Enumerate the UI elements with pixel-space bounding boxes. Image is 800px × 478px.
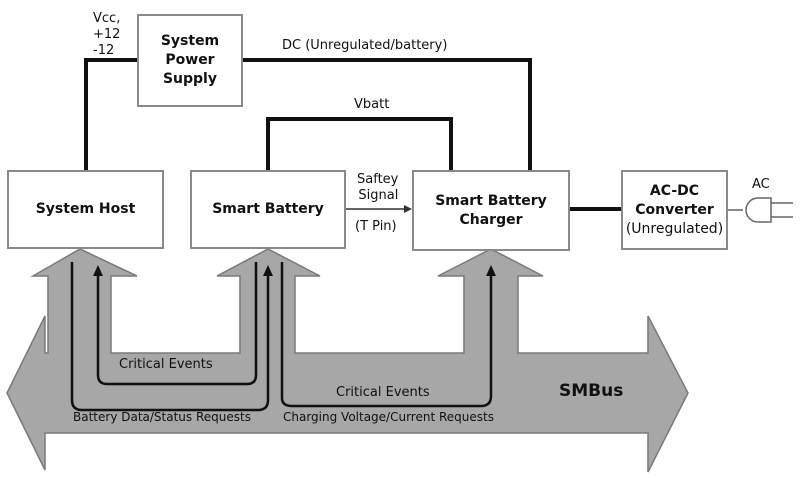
charger-line-1: Smart Battery [435, 192, 547, 209]
charging-requests-arrowhead [486, 265, 496, 276]
critical-events-label-2: Critical Events [336, 385, 430, 400]
charger-line-2: Charger [459, 211, 523, 228]
vbatt-label: Vbatt [354, 97, 390, 112]
smbus-arrow [6, 248, 689, 473]
acdc-line-2: Converter [635, 201, 714, 218]
smart-battery-label: Smart Battery [212, 201, 324, 217]
smart-battery-box: Smart Battery [190, 170, 346, 249]
system-host-label: System Host [35, 201, 136, 217]
power-supply-line-3: Supply [162, 71, 217, 87]
safety-line-1: Saftey [357, 172, 399, 187]
vcc-wire [84, 58, 137, 170]
critical-events-line-1 [96, 262, 258, 386]
battery-requests-line [70, 262, 270, 412]
ac-plug-icon [745, 197, 793, 223]
dc-label: DC (Unregulated/battery) [282, 38, 448, 53]
vcc-line-3: -12 [93, 43, 115, 58]
acdc-line-3: (Unregulated) [625, 220, 724, 237]
vcc-line-2: +12 [93, 27, 121, 42]
safety-line-2: Signal [358, 188, 399, 203]
battery-requests-label: Battery Data/Status Requests [73, 410, 251, 424]
vcc-line-1: Vcc, [93, 11, 121, 26]
critical-events-label-1: Critical Events [119, 357, 213, 372]
ac-dc-converter-box: AC-DC Converter (Unregulated) [621, 170, 728, 250]
ac-label: AC [752, 177, 770, 192]
smbus-label: SMBus [559, 381, 624, 401]
battery-requests-arrowhead [263, 265, 273, 276]
acdc-line-1: AC-DC [649, 182, 700, 199]
charging-requests-label: Charging Voltage/Current Requests [283, 410, 494, 424]
vbatt-wire [266, 117, 453, 170]
dc-wire [242, 58, 532, 170]
charging-requests-line [280, 262, 493, 408]
safety-arrowhead [404, 205, 412, 213]
power-supply-line-2: Power [165, 52, 215, 68]
t-pin-label: (T Pin) [355, 219, 397, 234]
vcc-label: Vcc,+12-12 [93, 11, 120, 59]
critical-events-1-arrowhead [93, 265, 103, 276]
power-supply-line-1: System [160, 33, 220, 49]
system-host-box: System Host [7, 170, 164, 249]
